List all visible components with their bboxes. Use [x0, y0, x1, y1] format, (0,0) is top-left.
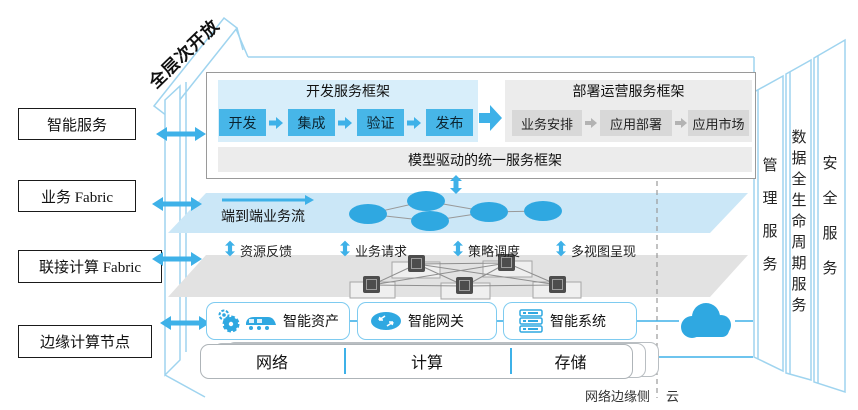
layer-label-edge-node: 边缘计算节点 — [18, 325, 152, 358]
double-arrow-icon — [156, 127, 206, 141]
edge-box-intelligent-system: 智能系统 — [503, 302, 637, 340]
updown-arrow-icon — [453, 240, 463, 257]
panel-label-data-lifecycle: 数据全生命周期服务 — [789, 128, 806, 318]
edge-box-intelligent-gateway: 智能网关 — [357, 302, 497, 340]
edge-box-intelligent-asset: 智能资产 — [206, 302, 350, 340]
management-panel — [753, 74, 784, 373]
layer-label-business-fabric: 业务 Fabric — [18, 180, 136, 212]
panel-label-security: 安全服务 — [820, 155, 837, 295]
updown-arrow-icon — [556, 240, 566, 257]
step-develop: 开发 — [219, 109, 266, 136]
router-mesh-network — [349, 254, 582, 300]
edge-box-label: 智能系统 — [550, 315, 606, 330]
step-release: 发布 — [426, 109, 473, 136]
resource-network: 网络 — [255, 354, 288, 372]
step-orchestration: 业务安排 — [512, 110, 582, 136]
step-app-market: 应用市场 — [688, 110, 749, 136]
edge-box-label: 智能资产 — [283, 315, 339, 330]
step-integrate: 集成 — [288, 109, 335, 136]
updown-arrow-icon — [225, 240, 235, 257]
panel-label-management: 管理服务 — [760, 156, 777, 289]
step-arrow-icon — [407, 117, 421, 129]
step-verify: 验证 — [357, 109, 404, 136]
service-node — [411, 211, 449, 231]
data-lifecycle-panel — [785, 58, 812, 381]
router-node-icon — [363, 254, 566, 294]
link-label-multiview: 多视图呈现 — [571, 244, 637, 259]
service-node-network — [349, 191, 562, 231]
service-node — [524, 201, 562, 221]
step-arrow-icon — [338, 117, 352, 129]
security-panel — [813, 38, 846, 394]
double-arrow-icon — [152, 197, 202, 211]
service-node — [470, 202, 508, 222]
resource-divider — [344, 348, 346, 374]
resource-divider — [510, 348, 512, 374]
router-icon — [371, 312, 401, 330]
resource-computing: 计算 — [410, 354, 443, 372]
computing-fabric-plane — [168, 255, 748, 297]
edge-box-label: 智能网关 — [408, 315, 464, 330]
service-node — [349, 204, 387, 224]
deploy-framework-title: 部署运营服务框架 — [572, 85, 685, 100]
step-arrow-gray-icon — [585, 118, 597, 128]
step-app-deploy: 应用部署 — [600, 110, 672, 136]
big-arrow-icon — [479, 105, 502, 131]
e2e-flow-label: 端到端业务流 — [221, 210, 305, 225]
flow-arrow-icon — [222, 195, 314, 205]
link-label-policy-scheduling: 策略调度 — [468, 244, 521, 259]
server-icon — [519, 309, 543, 333]
footer-cloud-label: 云 — [666, 389, 680, 404]
gears-train-icon — [218, 309, 276, 333]
edge-row-connectors — [350, 320, 753, 358]
link-label-service-request: 业务请求 — [355, 244, 408, 259]
business-fabric-plane — [168, 193, 748, 233]
resource-stack-front — [200, 344, 633, 379]
updown-arrow-icon — [450, 175, 462, 194]
frame-top-edge — [235, 27, 755, 72]
dev-framework-title: 开发服务框架 — [306, 85, 390, 100]
link-label-resource-feedback: 资源反馈 — [240, 244, 293, 259]
layer-label-computing-fabric: 联接计算 Fabric — [18, 250, 162, 283]
step-arrow-gray-icon — [675, 118, 687, 128]
footer-edge-side-label: 网络边缘侧 — [584, 389, 650, 404]
double-arrow-icon — [152, 252, 202, 266]
service-node — [407, 191, 445, 211]
step-arrow-icon — [269, 117, 283, 129]
cloud-icon — [681, 303, 731, 338]
updown-arrow-icon — [340, 240, 350, 257]
side-panels — [753, 38, 846, 394]
double-arrow-icon — [160, 316, 210, 330]
resource-storage: 存储 — [554, 354, 587, 372]
layer-label-intelligent-services: 智能服务 — [18, 108, 136, 140]
unified-framework-bar: 模型驱动的统一服务框架 — [218, 147, 752, 172]
